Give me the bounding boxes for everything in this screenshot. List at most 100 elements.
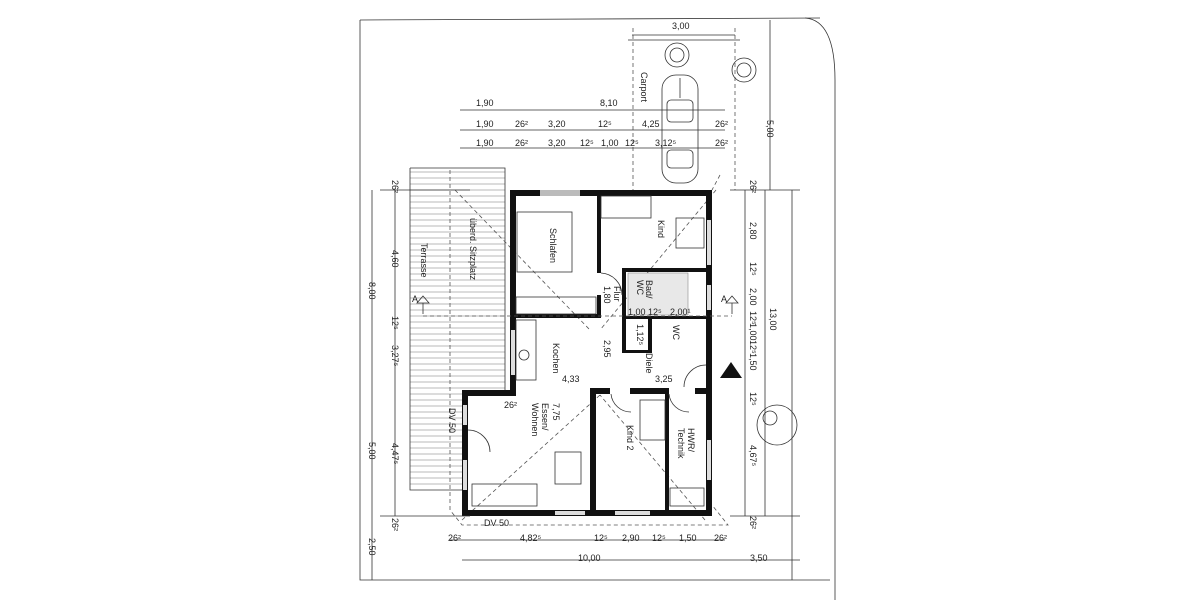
room-label-essen: Essen/: [540, 403, 550, 431]
svg-text:3,20: 3,20: [548, 119, 566, 129]
flur-dim: 1,80: [602, 286, 612, 304]
svg-text:8,10: 8,10: [600, 98, 618, 108]
room-label-sitzplatz: überd. Sitzplatz: [468, 218, 478, 281]
sofa: [471, 483, 538, 507]
svg-text:A: A: [721, 294, 727, 304]
svg-text:26²: 26²: [748, 516, 758, 529]
svg-text:A: A: [412, 294, 418, 304]
svg-text:3,00: 3,00: [672, 21, 690, 31]
dim-wc: 1,12⁵: [635, 324, 645, 346]
sink: [518, 349, 530, 361]
svg-text:12⁵: 12⁵: [598, 119, 612, 129]
svg-text:26²: 26²: [748, 180, 758, 193]
svg-text:4,60: 4,60: [390, 250, 400, 268]
walls: [462, 190, 712, 516]
carport: Carport: [628, 28, 740, 190]
room-label-carport: Carport: [639, 72, 649, 103]
dv50-left: DV 50: [447, 408, 457, 433]
svg-text:8,00: 8,00: [367, 282, 377, 300]
dim-essen-wall: 26²: [504, 400, 517, 410]
svg-text:26²: 26²: [448, 533, 461, 543]
room-label-wc: WC: [671, 325, 681, 340]
svg-text:12⁵: 12⁵: [748, 262, 758, 276]
kitchen-counter: [515, 319, 537, 381]
room-label-flur: Flur: [612, 286, 622, 302]
svg-text:12⁵: 12⁵: [594, 533, 608, 543]
dining-table: [554, 451, 582, 485]
room-label-technik: Technik: [676, 428, 686, 459]
svg-text:1,90: 1,90: [476, 98, 494, 108]
svg-text:1,00: 1,00: [748, 323, 758, 341]
section-marker-left: A: [412, 294, 430, 314]
svg-text:26²: 26²: [390, 518, 400, 531]
bottom-dimensions: 26² 4,82⁵ 12⁵ 2,90 12⁵ 1,50 26² 10,00 3,…: [448, 533, 768, 563]
svg-text:3,12⁵: 3,12⁵: [655, 138, 677, 148]
svg-text:3,50: 3,50: [750, 553, 768, 563]
svg-text:2,90: 2,90: [622, 533, 640, 543]
svg-text:12⁵: 12⁵: [748, 392, 758, 406]
room-label-diele: Diele: [644, 353, 654, 374]
svg-text:12⁵: 12⁵: [748, 311, 758, 325]
svg-text:4,67⁵: 4,67⁵: [748, 445, 758, 467]
svg-text:4,47⁵: 4,47⁵: [390, 443, 400, 465]
room-label-kind: Kind: [656, 220, 666, 238]
svg-text:12⁵: 12⁵: [390, 316, 400, 330]
right-dimensions: 26² 2,80 12⁵ 2,00 12⁵ 1,00 13,00 12⁵ 1,5…: [748, 180, 778, 529]
dim-diele: 3,25: [655, 374, 673, 384]
svg-text:2,80: 2,80: [748, 222, 758, 240]
dim-bad-2: 12⁵: [648, 307, 662, 317]
room-label-schlafen: Schlafen: [548, 228, 558, 263]
svg-text:1,90: 1,90: [476, 138, 494, 148]
dv50-bottom: DV 50: [484, 518, 509, 528]
svg-text:26²: 26²: [715, 138, 728, 148]
tree-icon: [664, 42, 690, 68]
svg-text:5,00: 5,00: [367, 442, 377, 460]
car-icon: [661, 74, 699, 184]
svg-text:1,90: 1,90: [476, 119, 494, 129]
dim-essen: 7,75: [551, 403, 561, 421]
bath-tiles: [627, 272, 689, 316]
dim-bad-3: 2,00¹: [670, 307, 691, 317]
property-boundary: [359, 17, 836, 600]
dim-flur-len: 2,95: [602, 340, 612, 358]
bed: [600, 195, 652, 219]
door: [467, 272, 707, 453]
svg-text:1,50: 1,50: [748, 353, 758, 371]
room-label-kochen: Kochen: [551, 343, 561, 374]
svg-text:2,00: 2,00: [748, 288, 758, 306]
svg-text:12⁵: 12⁵: [652, 533, 666, 543]
wardrobe: [515, 296, 597, 315]
svg-text:2,50: 2,50: [367, 538, 377, 556]
svg-text:12⁵: 12⁵: [748, 340, 758, 354]
svg-text:4,25: 4,25: [642, 119, 660, 129]
section-marker-right: A: [721, 294, 739, 314]
dim-kochen: 4,33: [562, 374, 580, 384]
dim-bad-1: 1,00: [628, 307, 646, 317]
svg-text:26²: 26²: [715, 119, 728, 129]
svg-text:5,00: 5,00: [765, 120, 775, 138]
svg-text:12⁵: 12⁵: [625, 138, 639, 148]
tree-icon: [731, 57, 757, 83]
room-label-hwr: HWR/: [686, 428, 696, 452]
svg-text:26²: 26²: [390, 180, 400, 193]
svg-text:3,27⁵: 3,27⁵: [390, 345, 400, 367]
svg-text:13,00: 13,00: [768, 308, 778, 331]
desk: [675, 217, 705, 249]
svg-text:3,20: 3,20: [548, 138, 566, 148]
dimension-lines: [371, 20, 800, 580]
room-label-kind2: Kind 2: [625, 425, 635, 451]
tree-icon: [756, 404, 798, 446]
svg-text:1,00: 1,00: [601, 138, 619, 148]
washer: [669, 487, 705, 507]
bed: [516, 211, 573, 273]
bed: [639, 399, 666, 441]
top-dimensions: 3,00 1,90 8,10 1,90 26² 3,20 12⁵ 4,25 26…: [476, 21, 775, 148]
entrance-arrow-icon: [720, 362, 742, 378]
svg-text:12⁵: 12⁵: [580, 138, 594, 148]
room-label-terrasse: Terrasse: [419, 243, 429, 278]
terrace: [410, 171, 505, 485]
room-label-wohnen: Wohnen: [530, 403, 540, 436]
svg-text:26²: 26²: [714, 533, 727, 543]
svg-text:26²: 26²: [515, 138, 528, 148]
